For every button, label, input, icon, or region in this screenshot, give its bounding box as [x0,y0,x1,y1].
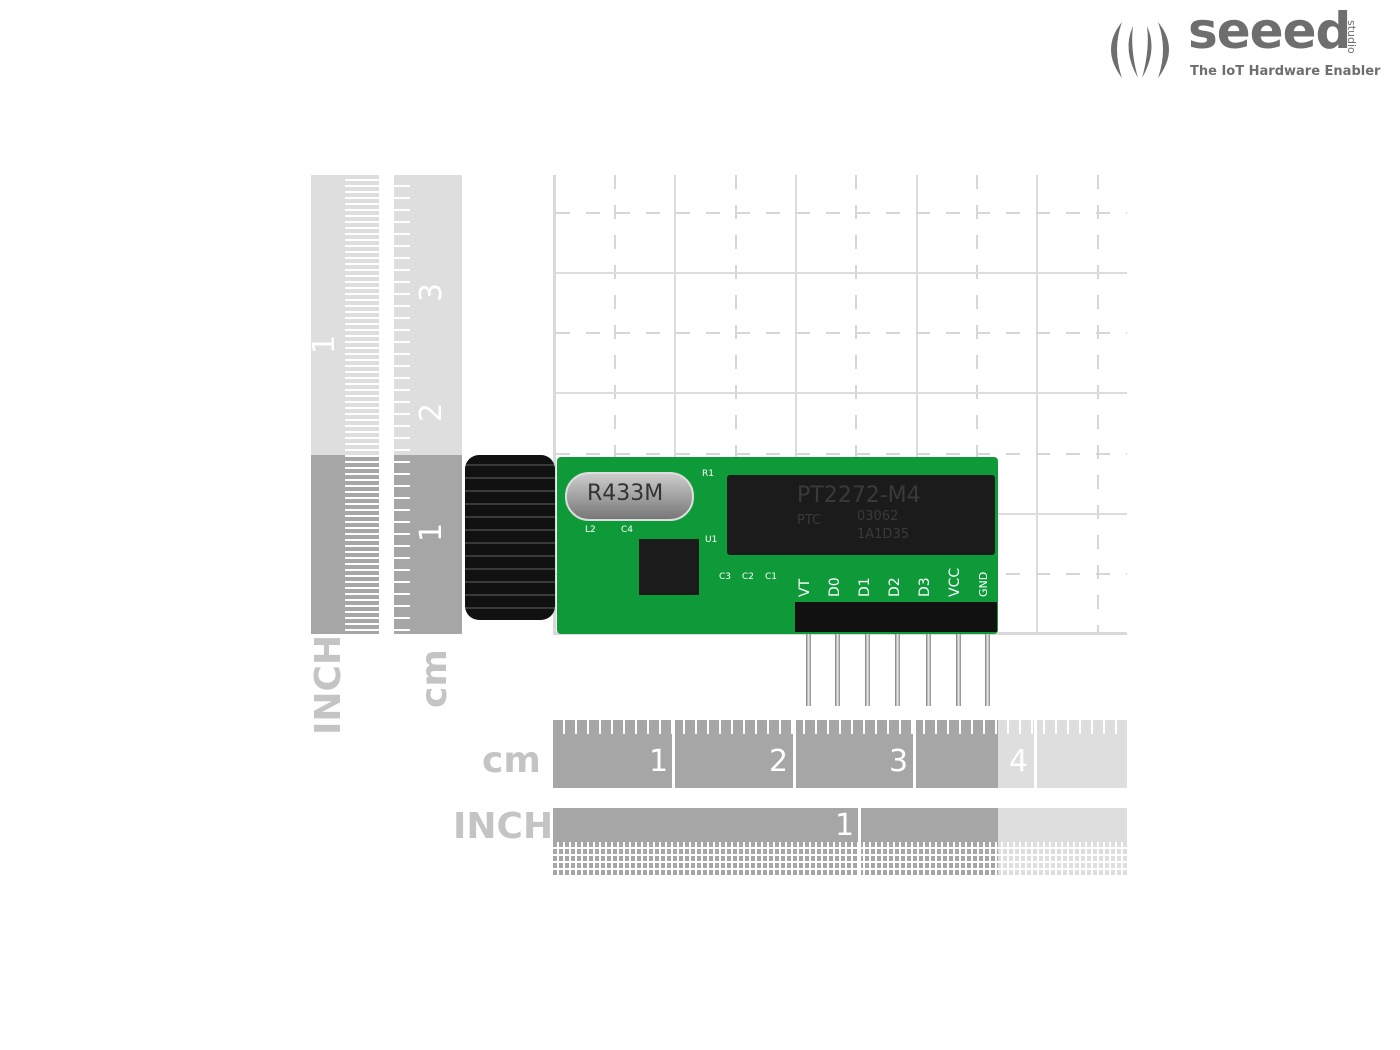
decoder-chip: PT2272-M4 PTC 03062 1A1D35 [727,475,995,555]
vertical-inch-unit: INCH [308,634,349,735]
ruler-label: 1 [414,522,450,543]
ruler-label: 3 [414,282,450,303]
ruler-label: 1 [307,334,343,355]
horizontal-cm-ruler: 1 2 3 4 [553,720,1127,788]
horizontal-cm-unit: cm [482,740,541,781]
pin-header [795,602,997,632]
vertical-inch-ruler: 1 [307,175,379,634]
vertical-cm-unit: cm [414,649,455,708]
logo-studio: studio [1345,20,1358,54]
seeed-studio-logo: seeed studio The IoT Hardware Enabler [1100,2,1390,84]
logo-wordmark: seeed [1188,2,1351,60]
ruler-label: 2 [769,744,789,779]
ruler-label: 4 [1009,744,1029,779]
u1-chip [639,539,699,595]
logo-tagline: The IoT Hardware Enabler [1190,64,1381,79]
horizontal-inch-ruler: 1 [553,808,1127,876]
antenna-coil [465,455,555,620]
ruler-label: 2 [414,402,450,423]
ruler-label: 3 [889,744,909,779]
vertical-cm-ruler: 1 2 3 [394,175,462,634]
logo-leaf-icon [1111,22,1169,78]
ruler-label: 1 [649,744,669,779]
horizontal-inch-unit: INCH [453,806,554,847]
crystal: R433M [565,472,694,521]
ruler-label: 1 [835,808,855,843]
